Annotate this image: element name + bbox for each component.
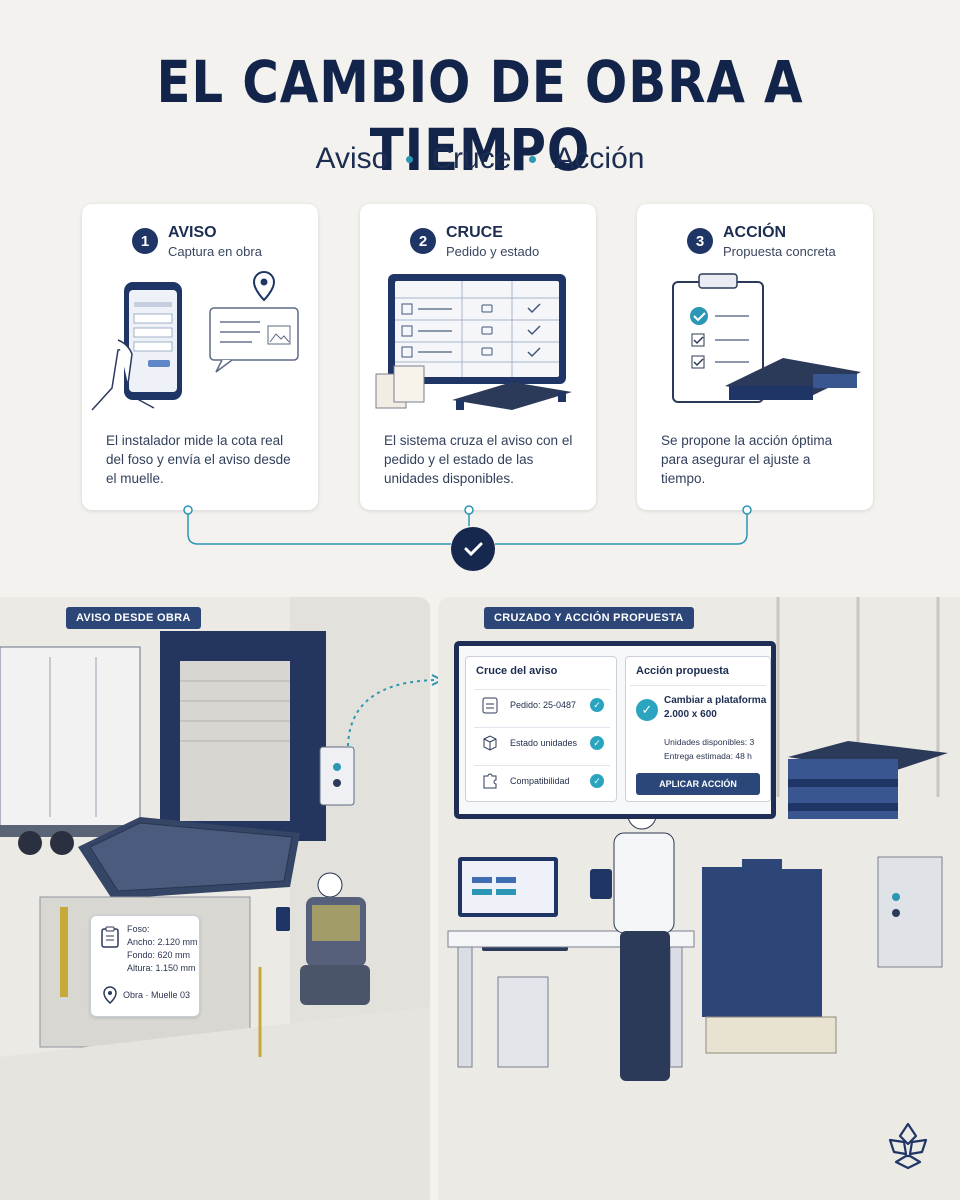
check-icon: ✓ [590,698,604,712]
step-title: AVISO [168,224,217,241]
step-subtitle: Captura en obra [168,244,262,259]
estimated-delivery: Entrega estimada: 48 h [664,751,752,761]
step-subtitle: Propuesta concreta [723,244,836,259]
proposal-line2: 2.000 x 600 [664,709,717,720]
step-number-badge: 1 [132,228,158,254]
note-heading: Foso: [127,924,150,934]
subtitle-item-cruce: Cruce [431,142,512,175]
step-number-badge: 3 [687,228,713,254]
page-title: EL CAMBIO DE OBRA A TIEMPO [156,48,804,184]
panel-tag-cruzado: CRUZADO Y ACCIÓN PROPUESTA [484,607,694,629]
apply-action-button[interactable]: APLICAR ACCIÓN [636,773,760,795]
check-icon: ✓ [590,774,604,788]
step-description: Se propone la acción óptima para asegura… [661,433,833,486]
step-subtitle: Pedido y estado [446,244,540,259]
proposal-line1: Cambiar a plataforma [664,695,767,706]
accion-box: Acción propuesta ✓ Cambiar a plataforma … [625,656,771,802]
pit-measure-note: Foso: Ancho: 2.120 mm Fondo: 620 mm Altu… [90,915,200,1017]
cruce-row-label: Compatibilidad [510,776,570,786]
clipboard-icon [101,926,119,948]
brand-logo-icon [888,1122,928,1170]
step-card-aviso: 1 AVISO Captura en obra El instalador mi… [82,204,318,510]
clipboard-checklist-icon [672,273,861,403]
cruce-box: Cruce del aviso Pedido: 25-0487 ✓ Estado… [465,656,617,802]
scene-aviso-desde-obra: AVISO DESDE OBRA Foso: Ancho: 2.120 mm F… [0,597,430,1200]
note-altura: Altura: 1.150 mm [127,963,196,973]
cruce-row-label: Pedido: 25-0487 [510,700,577,710]
cruce-title: Cruce del aviso [476,665,558,677]
box-icon [483,735,497,751]
clipboard-icon [482,697,498,714]
dashboard-screen: Cruce del aviso Pedido: 25-0487 ✓ Estado… [454,641,776,819]
confirmation-check-icon [451,527,495,571]
cruce-row-compatibilidad: Compatibilidad ✓ [474,765,610,795]
cruce-row-estado: Estado unidades ✓ [474,727,610,757]
step-description: El sistema cruza el aviso con el pedido … [384,433,573,486]
monitor-table-icon [375,274,572,410]
step-card-cruce: 2 CRUCE Pedido y estado El sistema cruza… [360,204,596,510]
cruce-row-label: Estado unidades [510,738,578,748]
transfer-arrow [347,674,445,747]
accion-title: Acción propuesta [636,665,729,677]
scene-cruzado-accion: CRUZADO Y ACCIÓN PROPUESTA Cruce del avi… [438,597,960,1200]
proposal-check-icon: ✓ [636,699,658,721]
cruce-row-pedido: Pedido: 25-0487 ✓ [474,689,610,719]
puzzle-icon [483,773,497,789]
loading-dock-illustration [0,597,430,1200]
note-fondo: Fondo: 620 mm [127,950,191,960]
subtitle-item-aviso: Aviso [315,142,389,175]
units-available: Unidades disponibles: 3 [664,737,755,747]
step-title: ACCIÓN [723,224,787,241]
separator-dot-icon [406,155,414,163]
phone-with-location-icon [91,271,299,411]
separator-dot-icon [529,155,537,163]
subtitle-steps: Aviso Cruce Acción [0,142,960,176]
flow-connector [183,505,752,545]
step-description: El instalador mide la cota real del foso… [106,433,291,486]
note-location: Obra · Muelle 03 [123,990,191,1000]
check-icon: ✓ [590,736,604,750]
location-pin-icon [103,986,117,1004]
panel-tag-aviso: AVISO DESDE OBRA [66,607,201,629]
subtitle-item-accion: Acción [554,142,645,175]
step-card-accion: 3 ACCIÓN Propuesta concreta Se propone l… [637,204,873,510]
step-number-badge: 2 [410,228,436,254]
note-ancho: Ancho: 2.120 mm [127,937,198,947]
step-title: CRUCE [446,224,503,241]
